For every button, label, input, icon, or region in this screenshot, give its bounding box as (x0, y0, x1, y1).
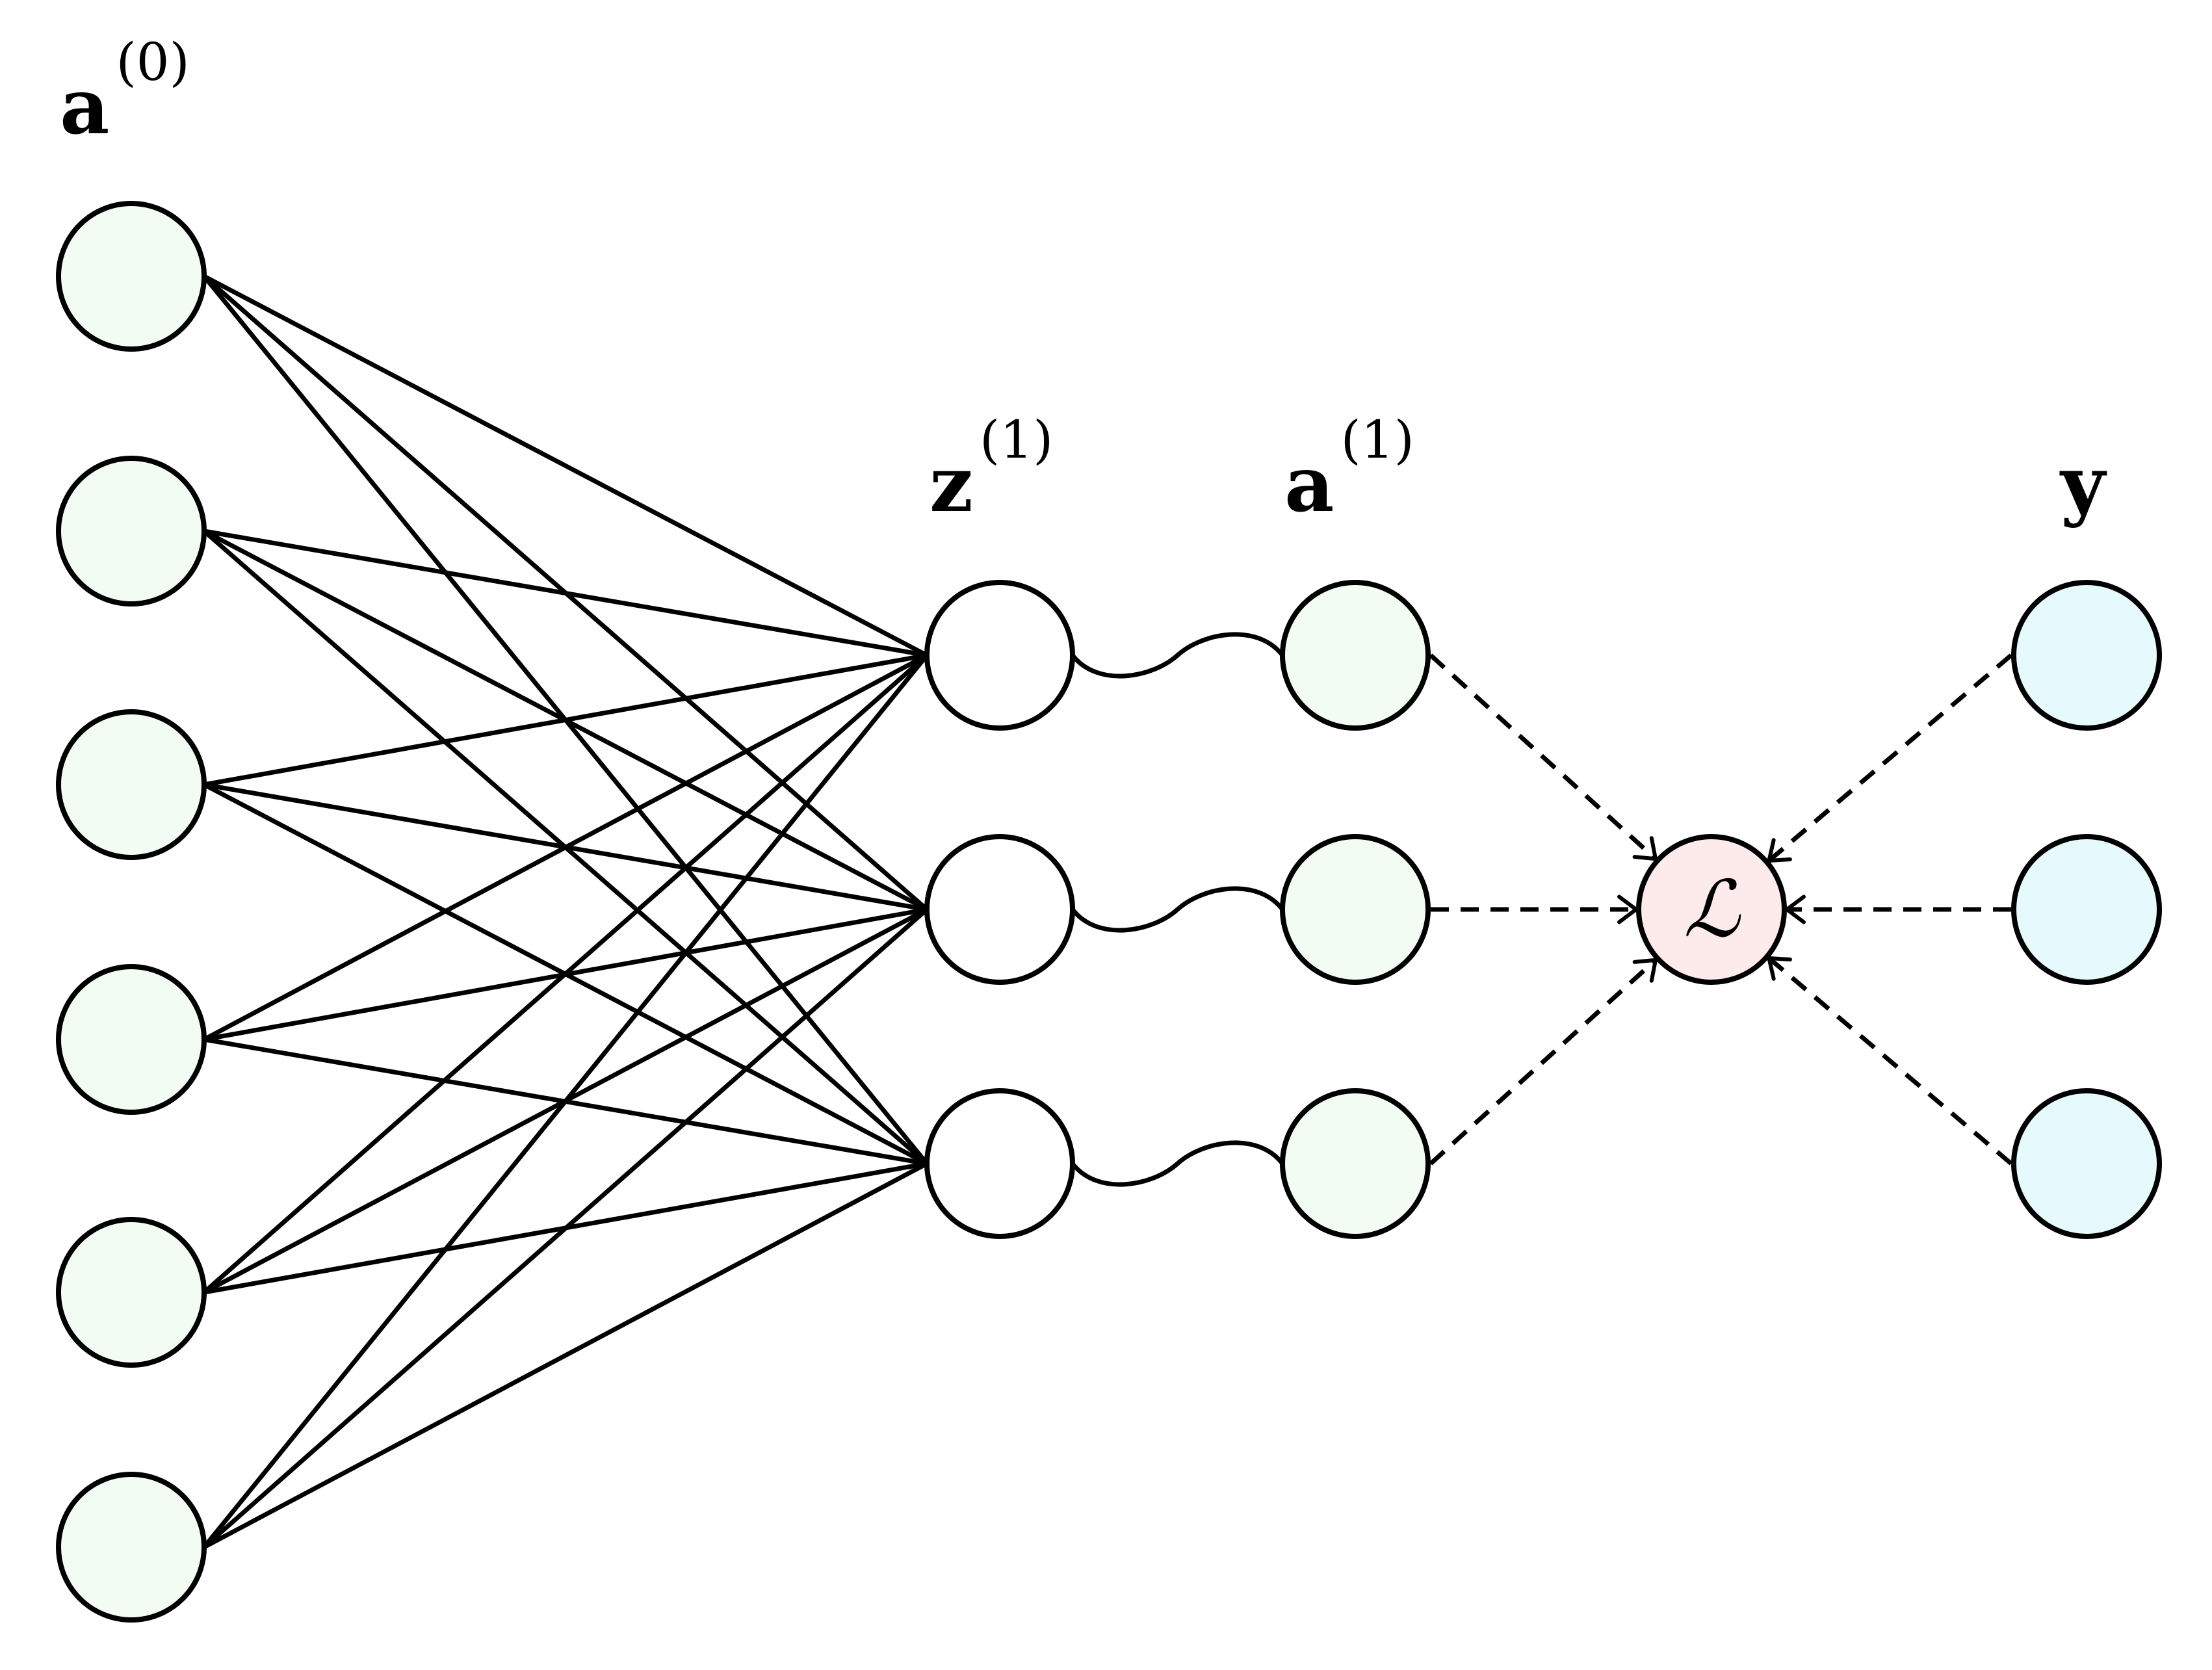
input-node-4 (56, 964, 207, 1115)
z-node-3 (924, 1088, 1075, 1239)
label-activation-layer: a(1) (1284, 410, 1414, 529)
loss-edge-from-a1-1 (1429, 653, 1658, 861)
loss-edge-from-y-1 (1767, 653, 2013, 863)
z-node-1 (924, 580, 1075, 731)
edge-input-6-to-z-2 (202, 907, 930, 1550)
edge-input-1-to-z-1 (202, 274, 930, 658)
input-node-1 (56, 201, 207, 352)
edge-input-4-to-z-1 (202, 653, 930, 1042)
loss-edge-from-y-3-arrowhead (1767, 956, 1792, 981)
y-node-2 (2011, 834, 2162, 985)
edge-input-6-to-z-1 (202, 653, 930, 1550)
edge-input-6-to-z-3 (202, 1161, 930, 1550)
label-input-layer: a(0) (60, 32, 190, 151)
y-node-1 (2011, 580, 2162, 731)
y-node-3 (2011, 1088, 2162, 1239)
input-node-2 (56, 456, 207, 607)
target-layer-nodes (2011, 580, 2162, 1239)
activation-function-edges (1071, 632, 1284, 1187)
activation-edge-1 (1071, 632, 1284, 679)
activation-edge-2 (1071, 886, 1284, 933)
input-node-3 (56, 709, 207, 860)
input-to-z-edges (202, 274, 930, 1550)
activation-edge-3 (1071, 1140, 1284, 1187)
loss-edge-from-a1-3 (1429, 958, 1658, 1166)
z-node-2 (924, 834, 1075, 985)
loss-edge-from-y-3 (1767, 956, 2013, 1166)
input-node-5 (56, 1217, 207, 1368)
loss-node: ℒ (1636, 834, 1787, 985)
edge-input-3-to-z-1 (202, 653, 930, 787)
loss-symbol: ℒ (1684, 865, 1741, 955)
edge-input-2-to-z-1 (202, 528, 930, 658)
a1-node-3 (1280, 1088, 1431, 1239)
a1-node-1 (1280, 580, 1431, 731)
input-node-6 (56, 1472, 207, 1623)
activation-layer-nodes (1280, 580, 1431, 1239)
edge-input-5-to-z-1 (202, 653, 930, 1295)
label-pre-activation-layer: z(1) (930, 410, 1053, 529)
input-layer-nodes (56, 201, 207, 1623)
a1-node-2 (1280, 834, 1431, 985)
loss-edge-from-y-1-arrowhead (1767, 838, 1792, 863)
pre-activation-layer-nodes (924, 580, 1075, 1239)
label-target-layer: y (2059, 439, 2107, 529)
